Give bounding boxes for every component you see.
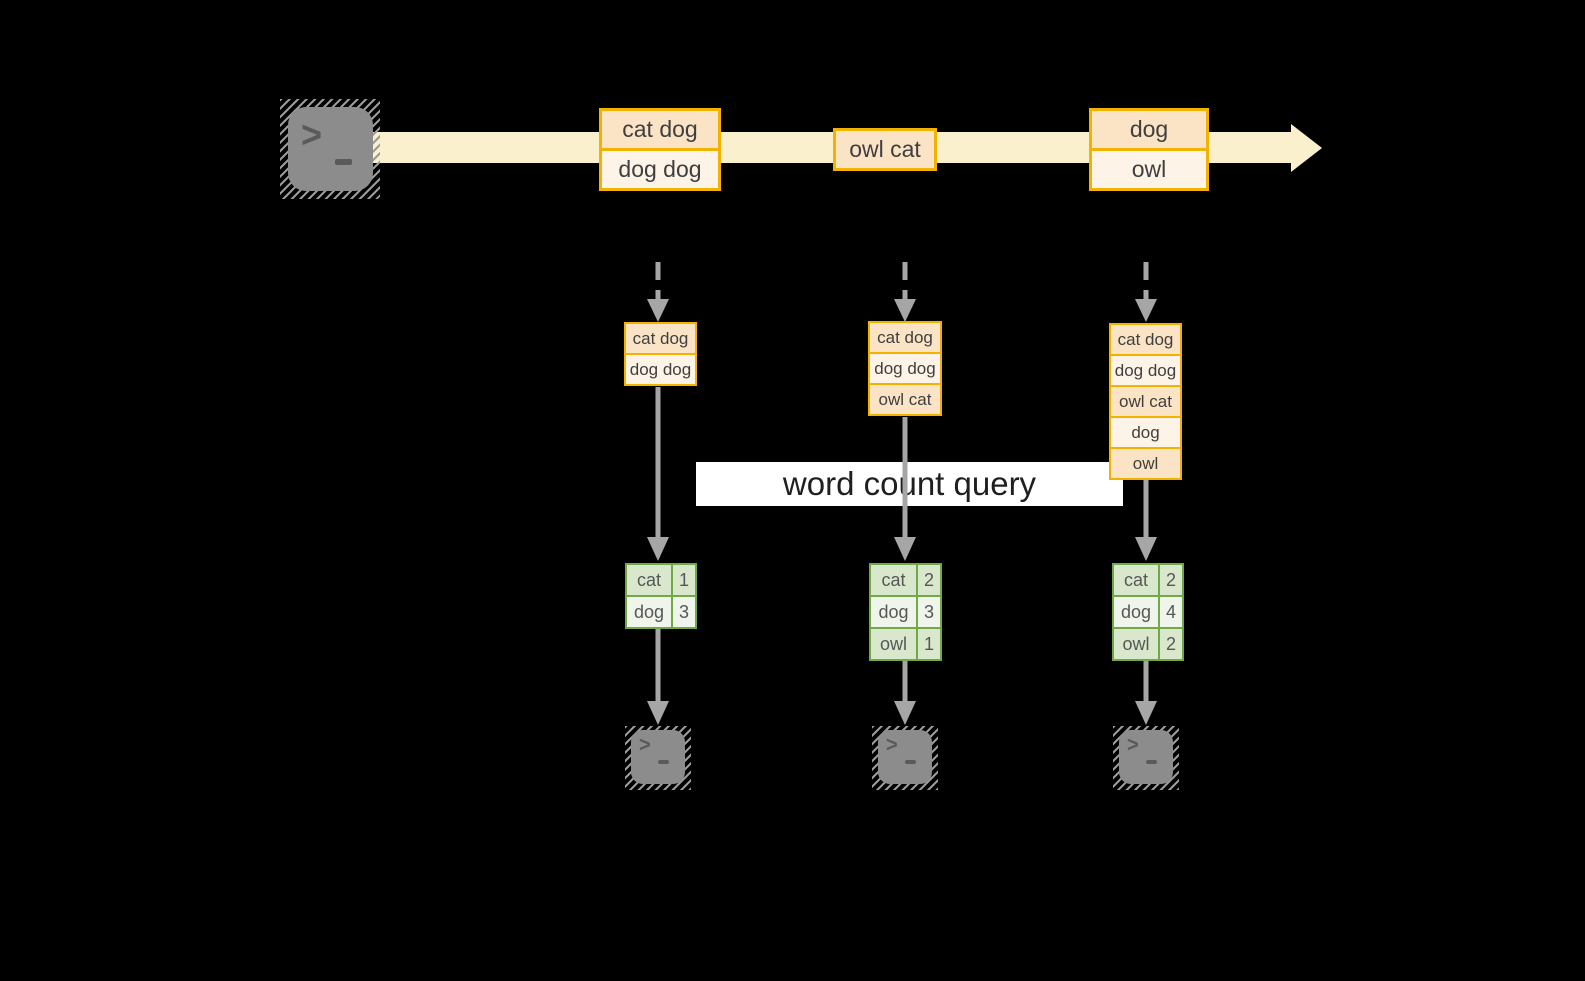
count-cell: 3	[673, 597, 695, 627]
word-count-query-label: word count query	[696, 462, 1123, 506]
buffer-item: owl	[1111, 447, 1180, 478]
query-arrow-3	[1135, 480, 1157, 561]
word-cell: dog	[1114, 597, 1160, 627]
word-cell: dog	[871, 597, 918, 627]
batch-ingest-dashed-arrow-3	[1135, 262, 1157, 322]
batch-ingest-dashed-arrow-2	[894, 262, 916, 322]
stream-event-box-3: dog owl	[1089, 108, 1209, 191]
buffer-item: owl cat	[870, 383, 940, 414]
count-row: dog 3	[871, 595, 940, 627]
batch-buffer-3: cat dog dog dog owl cat dog owl	[1109, 323, 1182, 480]
buffer-item: dog dog	[870, 352, 940, 383]
prompt-underscore-icon	[905, 760, 916, 764]
word-cell: cat	[1114, 565, 1160, 595]
sink-arrow-1	[647, 629, 669, 725]
count-cell: 1	[673, 565, 695, 595]
count-cell: 1	[918, 629, 940, 659]
buffer-item: dog	[1111, 416, 1180, 447]
buffer-item: cat dog	[626, 324, 695, 353]
stream-arrowhead-icon	[1291, 124, 1322, 172]
prompt-chevron-icon: >	[1127, 733, 1139, 757]
count-row: dog 4	[1114, 595, 1182, 627]
word-cell: dog	[627, 597, 673, 627]
stream-event-word: dog dog	[602, 148, 718, 188]
batch-buffer-2: cat dog dog dog owl cat	[868, 321, 942, 416]
count-row: owl 1	[871, 627, 940, 659]
count-cell: 2	[1160, 629, 1182, 659]
count-row: owl 2	[1114, 627, 1182, 659]
batch-buffer-1: cat dog dog dog	[624, 322, 697, 386]
count-cell: 2	[918, 565, 940, 595]
count-table-1: cat 1 dog 3	[625, 563, 697, 629]
sink-terminal-icon-1: >	[631, 730, 685, 784]
count-cell: 3	[918, 597, 940, 627]
buffer-item: owl cat	[1111, 385, 1180, 416]
stream-event-word: cat dog	[602, 111, 718, 148]
count-row: cat 1	[627, 565, 695, 595]
prompt-chevron-icon: >	[639, 733, 651, 757]
count-row: cat 2	[871, 565, 940, 595]
word-cell: owl	[871, 629, 918, 659]
count-row: cat 2	[1114, 565, 1182, 595]
word-cell: cat	[871, 565, 918, 595]
buffer-item: cat dog	[870, 323, 940, 352]
prompt-underscore-icon	[335, 159, 352, 165]
buffer-item: cat dog	[1111, 325, 1180, 354]
count-cell: 2	[1160, 565, 1182, 595]
count-table-2: cat 2 dog 3 owl 1	[869, 563, 942, 661]
count-table-3: cat 2 dog 4 owl 2	[1112, 563, 1184, 661]
stream-event-word: dog	[1092, 111, 1206, 148]
word-cell: owl	[1114, 629, 1160, 659]
sink-terminal-icon-2: >	[878, 730, 932, 784]
stream-event-box-1: cat dog dog dog	[599, 108, 721, 191]
prompt-chevron-icon: >	[886, 733, 898, 757]
stream-event-box-2: owl cat	[833, 128, 937, 171]
source-terminal-icon: >	[288, 107, 373, 191]
sink-arrow-3	[1135, 659, 1157, 725]
stream-event-word: owl cat	[836, 131, 934, 168]
count-cell: 4	[1160, 597, 1182, 627]
stream-event-word: owl	[1092, 148, 1206, 188]
buffer-item: dog dog	[1111, 354, 1180, 385]
prompt-chevron-icon: >	[301, 112, 323, 156]
prompt-underscore-icon	[1146, 760, 1157, 764]
batch-ingest-dashed-arrow-1	[647, 262, 669, 322]
count-row: dog 3	[627, 595, 695, 627]
buffer-item: dog dog	[626, 353, 695, 384]
query-arrow-1	[647, 387, 669, 561]
word-cell: cat	[627, 565, 673, 595]
sink-arrow-2	[894, 659, 916, 725]
sink-terminal-icon-3: >	[1119, 730, 1173, 784]
prompt-underscore-icon	[658, 760, 669, 764]
